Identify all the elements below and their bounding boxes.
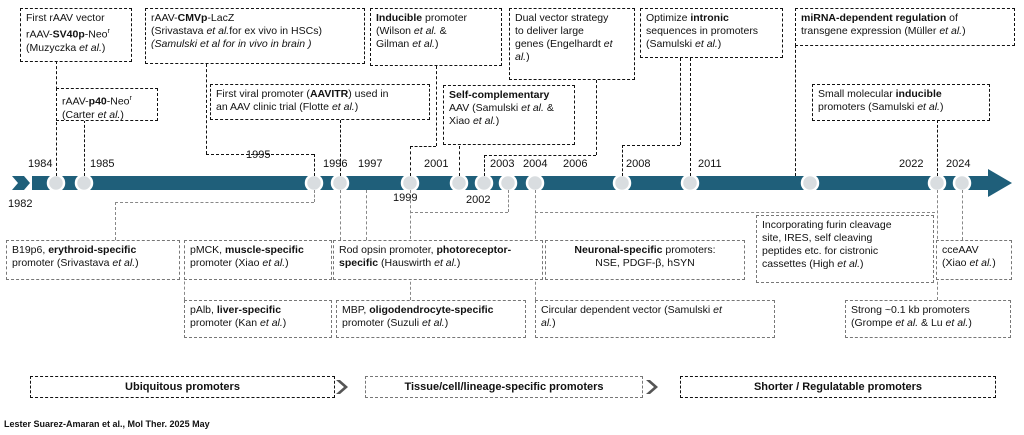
connector-1985 — [84, 120, 85, 176]
timeline-node-12 — [927, 173, 947, 193]
milestone-cceAAV: cceAAV(Xiao et al.) — [936, 240, 1012, 280]
phase-ubiquitous: Ubiquitous promoters — [30, 376, 335, 398]
timeline-arrowhead — [988, 169, 1012, 197]
timeline-node-1 — [74, 173, 94, 193]
gconnector-1997 — [340, 190, 341, 240]
timeline-start-chevron — [12, 176, 30, 190]
connector-2008-b — [622, 145, 623, 176]
connector-2008-a — [680, 58, 681, 145]
year-2002: 2002 — [466, 194, 491, 206]
connector-1996-a — [206, 64, 207, 154]
connector-2011-miRNA — [795, 45, 796, 176]
connector-2022 — [937, 120, 938, 176]
connector-1996-b — [314, 154, 315, 176]
connector-1997 — [340, 120, 341, 176]
gconnector-2024 — [962, 190, 963, 240]
year-1999: 1999 — [393, 192, 418, 204]
connector-2003-h — [484, 155, 596, 156]
timeline-node-7 — [498, 173, 518, 193]
year-2022: 2022 — [899, 158, 924, 170]
gconnector-1996 — [314, 190, 315, 202]
connector-1996-h — [206, 154, 314, 155]
footer-citation: Lester Suarez-Amaran et al., Mol Ther. 2… — [4, 419, 210, 429]
connector-2001-a — [436, 66, 437, 146]
connector-2011 — [690, 58, 691, 176]
milestone-photoreceptor-specific: Rod opsin promoter, photoreceptor-specif… — [333, 240, 543, 280]
year-1984: 1984 — [28, 158, 53, 170]
year-1985: 1985 — [90, 158, 115, 170]
connector-2008-h — [622, 145, 680, 146]
connector-2002 — [459, 146, 460, 176]
timeline-node-6 — [474, 173, 494, 193]
year-2004: 2004 — [523, 158, 548, 170]
timeline-node-4 — [400, 173, 420, 193]
milestone-inducible-promoter: Inducible promoter(Wilson et al. &Gilman… — [370, 8, 502, 66]
milestone-rAAV-CMVp: rAAV-CMVp-LacZ(Srivastava et al.for ex v… — [145, 8, 365, 64]
connector-2001-b — [410, 146, 411, 176]
timeline-node-8 — [525, 173, 545, 193]
milestone-rAAV-p40: rAAV-p40-Neor(Carter et al.) — [56, 88, 158, 121]
year-2001: 2001 — [424, 158, 449, 170]
timeline-node-3 — [330, 173, 350, 193]
phase-arrow-1 — [336, 380, 348, 394]
connector-2001-h — [410, 146, 436, 147]
gconnector-2003 — [508, 190, 509, 212]
timeline-node-11 — [800, 173, 820, 193]
connector-2003-a — [596, 80, 597, 155]
gconnector-1996-h — [115, 202, 314, 203]
year-2008: 2008 — [626, 158, 651, 170]
year-2003: 2003 — [490, 158, 515, 170]
year-1996: 1996 — [323, 158, 348, 170]
year-2006: 2006 — [563, 158, 588, 170]
gconnector-2006-h — [535, 212, 935, 213]
timeline-node-5 — [449, 173, 469, 193]
year-1995: 1995 — [246, 149, 271, 161]
phase-arrow-2 — [646, 380, 658, 394]
year-2024: 2024 — [946, 158, 971, 170]
phase-tissue-specific: Tissue/cell/lineage-specific promoters — [365, 376, 643, 398]
milestone-strong-small-promoters: Strong ~0.1 kb promoters(Grompe et al. &… — [845, 300, 1011, 338]
year-1997: 1997 — [358, 158, 383, 170]
timeline-node-0 — [46, 173, 66, 193]
gconnector-1996-b — [115, 202, 116, 240]
timeline-node-2 — [304, 173, 324, 193]
phase-shorter-regulatable: Shorter / Regulatable promoters — [680, 376, 996, 398]
gconnector-2003-h2 — [410, 212, 508, 213]
milestone-neuronal-specific: Neuronal-specific promoters:NSE, PDGF-β,… — [545, 240, 745, 280]
connector-2003-b — [484, 155, 485, 176]
gconnector-1999 — [366, 190, 367, 240]
timeline-node-13 — [952, 173, 972, 193]
year-1982: 1982 — [8, 198, 33, 210]
year-2011: 2011 — [698, 158, 722, 170]
timeline-node-9 — [612, 173, 632, 193]
timeline-node-10 — [680, 173, 700, 193]
